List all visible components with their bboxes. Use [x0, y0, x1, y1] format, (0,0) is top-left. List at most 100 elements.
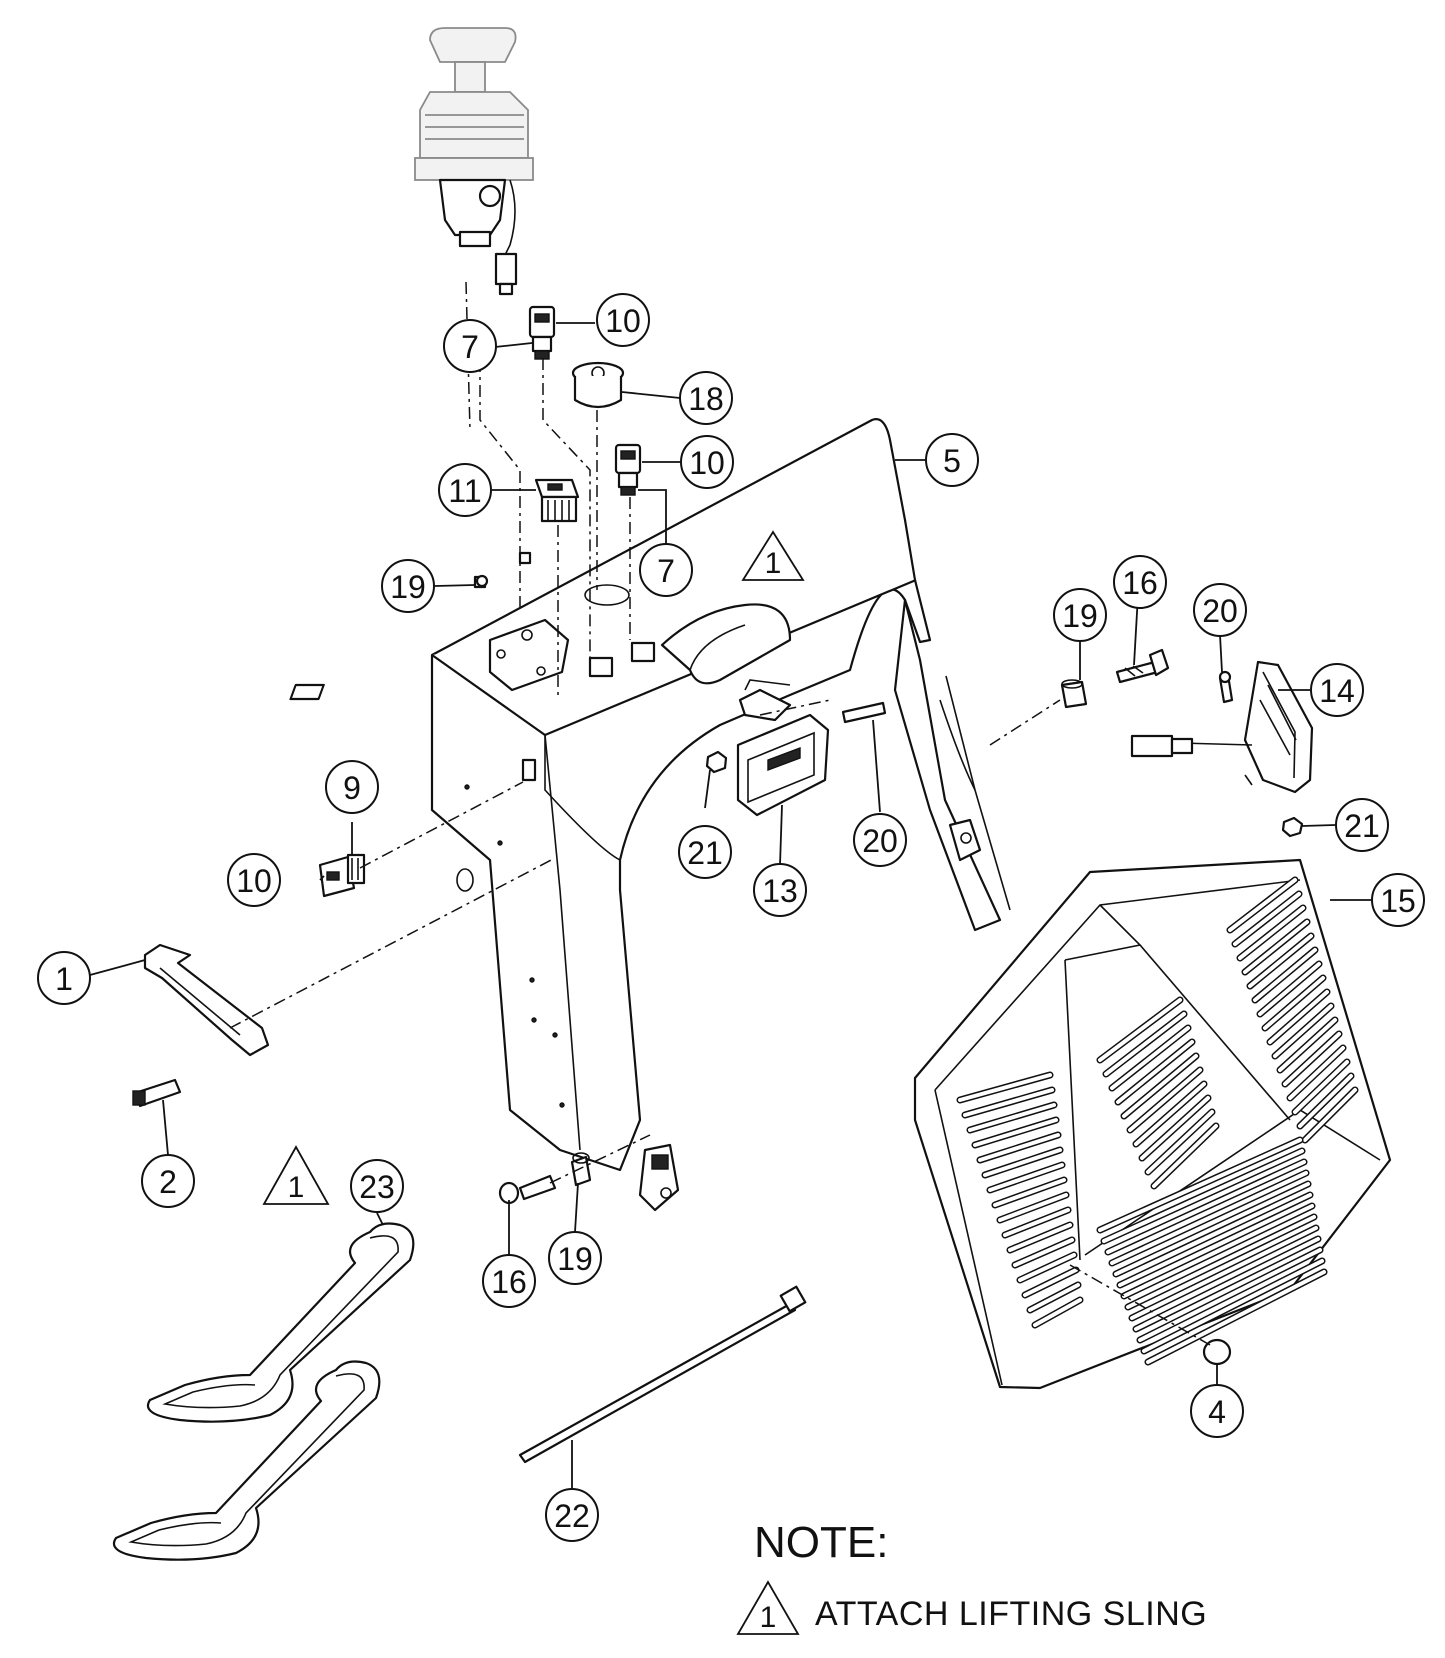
grille-slot [963, 1088, 1054, 1117]
callout-20-mid: 20 [853, 813, 907, 867]
callout-number: 7 [657, 553, 675, 589]
callout-number: 1 [55, 961, 73, 997]
callout-number: 21 [687, 835, 723, 871]
callout-13: 13 [753, 863, 807, 917]
grille-slot [1018, 1253, 1076, 1282]
grille-slot [973, 1118, 1058, 1147]
note-title: NOTE: [754, 1518, 889, 1567]
grille-slot [1293, 1060, 1349, 1114]
grille-slot [1118, 1193, 1312, 1287]
callout-number: 18 [688, 381, 724, 417]
cap-screw [132, 1078, 182, 1108]
callout-2: 2 [141, 1154, 195, 1208]
grille-slots [956, 876, 1359, 1366]
callout-19-right: 19 [1053, 588, 1107, 642]
grille-slot [993, 1178, 1066, 1207]
callout-number: 11 [448, 473, 481, 509]
grille-slot [983, 1148, 1062, 1177]
grille-slot [988, 1163, 1064, 1192]
hardware [475, 574, 1304, 1366]
grille-slot [1033, 1298, 1082, 1327]
grille-slot [1268, 990, 1329, 1044]
callout-number: 23 [359, 1169, 395, 1205]
callout-10-left: 10 [227, 853, 281, 907]
note-flag: 1 [736, 1580, 800, 1635]
callout-number: 7 [461, 329, 479, 365]
grille-slot [1023, 1268, 1078, 1297]
cable-tie [518, 1285, 807, 1464]
callout-number: 2 [159, 1164, 177, 1200]
rocker-switch-11 [534, 478, 580, 523]
grille-slot [1303, 1088, 1357, 1142]
grille-slot [968, 1103, 1056, 1132]
callout-21-mid: 21 [678, 825, 732, 879]
grille-slot [1138, 1248, 1322, 1342]
grille-slot [998, 1193, 1068, 1222]
rocker-switch-10a [528, 305, 556, 360]
grille-slot [1013, 1238, 1074, 1267]
callout-11: 11 [438, 463, 492, 517]
grille-slot [1258, 962, 1321, 1016]
grille-slot [1233, 892, 1301, 946]
rocker-switch-10c [318, 853, 366, 898]
grille-slot [1142, 1259, 1324, 1353]
callout-number: 22 [554, 1498, 590, 1534]
callout-number: 19 [1062, 598, 1098, 634]
callout-10-top: 10 [596, 293, 650, 347]
callout-number: 13 [762, 873, 798, 909]
hour-meter-gauge [571, 361, 625, 409]
assembly-centerlines [229, 281, 1211, 1346]
note-item-text: ATTACH LIFTING SLING [815, 1595, 1208, 1633]
callout-number: 16 [1122, 565, 1158, 601]
grille-slot [1106, 1160, 1306, 1254]
work-light-13 [736, 679, 830, 817]
callout-number: 10 [605, 303, 641, 339]
callout-number: 10 [236, 863, 272, 899]
grille-slot [1248, 934, 1313, 988]
callout-20-right: 20 [1193, 583, 1247, 637]
grille-slot [1126, 1215, 1316, 1309]
grille-slot [1134, 1237, 1320, 1331]
warning-flag-slings: 1 [262, 1145, 330, 1205]
callout-7-top: 7 [443, 319, 497, 373]
grille-slot [1288, 1046, 1345, 1100]
grille-slot [1114, 1182, 1310, 1276]
callout-number: 19 [557, 1241, 593, 1277]
grille-slot [1228, 878, 1297, 932]
grille-slot [1104, 1012, 1186, 1076]
grille-slot [1098, 1138, 1302, 1232]
leader-lines [89, 322, 1372, 1490]
grille-slot [1110, 1171, 1308, 1265]
upright-frame [289, 418, 1011, 1212]
grille-slot [1130, 1226, 1318, 1320]
callout-5: 5 [925, 433, 979, 487]
grille-slot [1134, 1082, 1206, 1146]
callout-23: 23 [350, 1159, 404, 1213]
grille-slot [1283, 1032, 1341, 1086]
callout-number: 10 [689, 445, 725, 481]
grille-slot [1003, 1208, 1070, 1237]
callout-7-mid: 7 [639, 543, 693, 597]
grille-cover [913, 858, 1392, 1390]
callout-number: 20 [1202, 593, 1238, 629]
callout-number: 21 [1344, 808, 1380, 844]
grille-slot [1116, 1040, 1194, 1104]
grille-slot [1253, 948, 1317, 1002]
callout-14: 14 [1310, 663, 1364, 717]
callout-number: 20 [862, 823, 898, 859]
callout-18: 18 [679, 371, 733, 425]
warning-flag-upright: 1 [741, 530, 805, 581]
callout-10-mid: 10 [680, 435, 734, 489]
grille-slot [1098, 998, 1182, 1062]
grille-slot [1152, 1124, 1218, 1188]
callout-1: 1 [37, 951, 91, 1005]
callout-9: 9 [325, 760, 379, 814]
grille-slot [978, 1133, 1060, 1162]
callout-15: 15 [1371, 873, 1425, 927]
callout-number: 5 [943, 443, 961, 479]
handle-bracket [143, 943, 270, 1057]
rocker-switch-10b [614, 443, 642, 496]
grille-slot [1122, 1204, 1314, 1298]
callout-22: 22 [545, 1488, 599, 1542]
grille-slot [1278, 1018, 1337, 1072]
